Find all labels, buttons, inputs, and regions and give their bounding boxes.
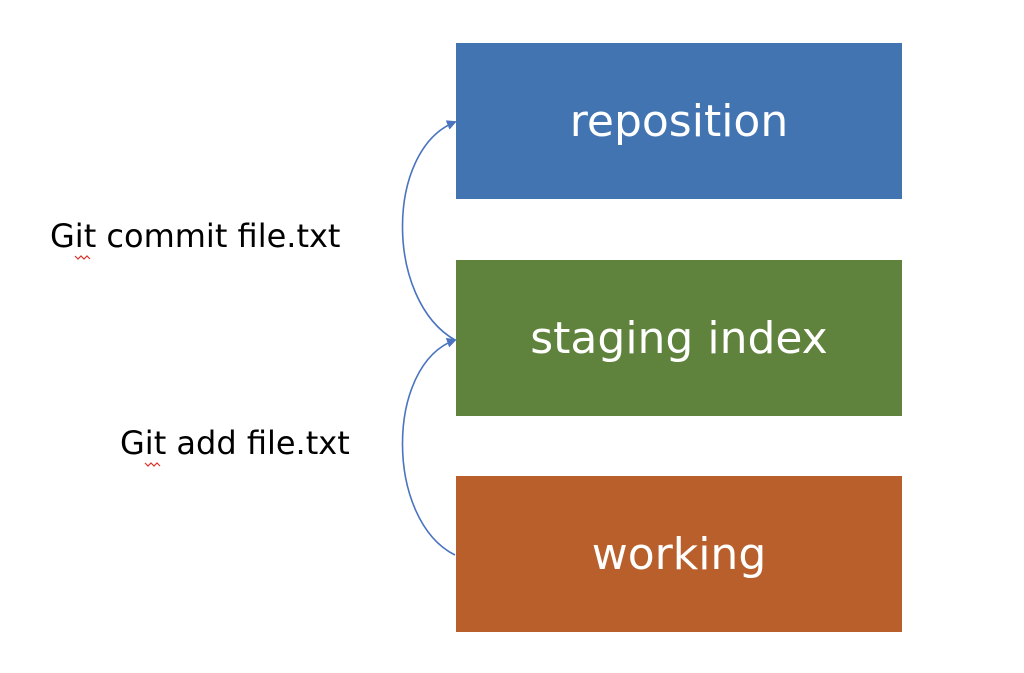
spellcheck-underline [144,462,161,467]
add-arrow [401,338,457,556]
staging-index-box: staging index [456,260,902,416]
working-box: working [456,476,902,632]
repository-box: reposition [456,43,902,199]
staging-index-label: staging index [530,312,828,364]
add-transition-label: Git add file.txt [120,424,350,462]
working-label: working [591,528,767,580]
commit-transition-label: Git commit file.txt [50,217,341,255]
spellcheck-underline [74,255,91,260]
repository-label: reposition [569,95,789,147]
commit-arrow [401,120,457,341]
